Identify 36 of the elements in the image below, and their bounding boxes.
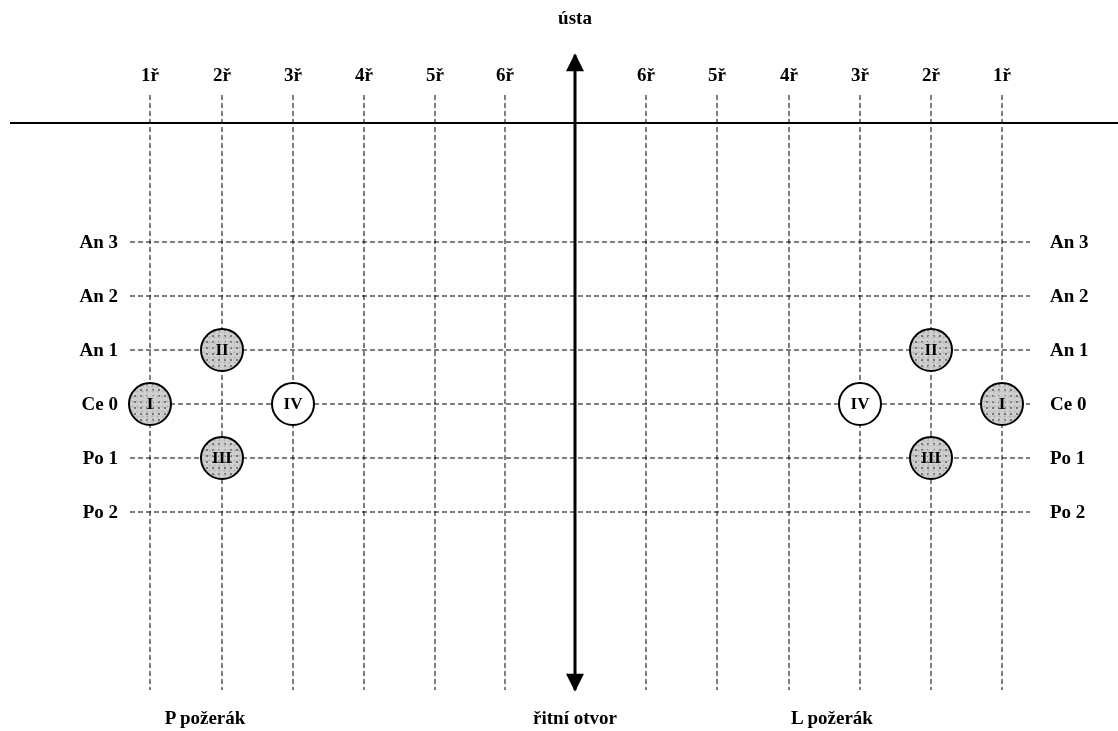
column-label: 3ř — [284, 64, 302, 86]
column-label: 5ř — [426, 64, 444, 86]
shaded-circle: I — [128, 382, 172, 426]
circle-marker: IV — [271, 382, 315, 426]
column-label: 4ř — [780, 64, 798, 86]
row-label: An 1 — [79, 339, 118, 361]
axis-label: L požerák — [791, 707, 873, 729]
shaded-circle: III — [909, 436, 953, 480]
row-label: Ce 0 — [81, 393, 118, 415]
row-label: An 1 — [1050, 339, 1089, 361]
column-label: 6ř — [637, 64, 655, 86]
row-label: An 3 — [79, 231, 118, 253]
column-label: 2ř — [922, 64, 940, 86]
axis-label: řitní otvor — [533, 707, 617, 729]
axis-label: P požerák — [164, 707, 246, 729]
shaded-circle: II — [200, 328, 244, 372]
shaded-circle: III — [200, 436, 244, 480]
column-label: 1ř — [993, 64, 1011, 86]
row-label: An 3 — [1050, 231, 1089, 253]
axis-label: ústa — [558, 7, 592, 29]
column-label: 2ř — [213, 64, 231, 86]
row-label: Po 1 — [82, 447, 118, 469]
row-label: An 2 — [79, 285, 118, 307]
column-label: 5ř — [708, 64, 726, 86]
row-label: Po 1 — [1050, 447, 1086, 469]
column-label: 6ř — [496, 64, 514, 86]
column-label: 1ř — [141, 64, 159, 86]
column-label: 3ř — [851, 64, 869, 86]
shaded-circle: I — [980, 382, 1024, 426]
row-label: Ce 0 — [1050, 393, 1087, 415]
shaded-circle: II — [909, 328, 953, 372]
circle-marker: IV — [838, 382, 882, 426]
row-label: Po 2 — [82, 501, 118, 523]
row-label: An 2 — [1050, 285, 1089, 307]
row-label: Po 2 — [1050, 501, 1086, 523]
column-label: 4ř — [355, 64, 373, 86]
